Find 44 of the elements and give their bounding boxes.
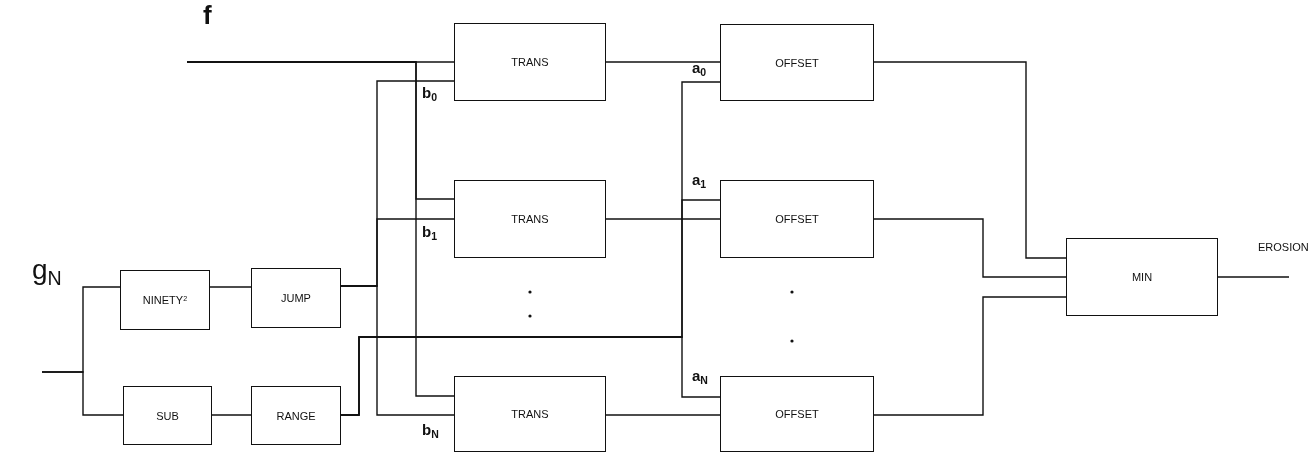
connector-line <box>873 218 1067 278</box>
process-box <box>454 180 606 258</box>
block-label: OFFSET <box>775 213 819 225</box>
signal-label: g$_{N}$ <box>32 256 62 289</box>
block-label: OFFSET <box>775 408 819 420</box>
connector-line <box>211 414 252 416</box>
process-box <box>120 270 210 330</box>
signal-label: f <box>203 2 212 28</box>
connector-line <box>186 61 455 397</box>
block-label: TRANS <box>511 56 549 68</box>
coefficient-label: b$_{N}$ <box>422 422 439 440</box>
coefficient-label: a$_{0}$ <box>692 60 707 78</box>
connector-line <box>340 336 721 416</box>
process-box <box>123 386 212 445</box>
process-box <box>720 24 874 101</box>
block-label: TRANS <box>511 213 549 225</box>
process-box <box>251 386 341 445</box>
process-box <box>251 268 341 328</box>
connector-line <box>605 218 721 220</box>
block-label: JUMP <box>281 292 311 304</box>
process-box <box>720 180 874 258</box>
process-box <box>454 376 606 452</box>
coefficient-label: a$_{N}$ <box>692 368 708 386</box>
coefficient-label: b$_{1}$ <box>422 224 437 242</box>
process-box <box>454 23 606 101</box>
process-box <box>1066 238 1218 316</box>
coefficient-label: a$_{1}$ <box>692 172 707 190</box>
block-label: OFFSET <box>775 56 819 69</box>
block-label: TRANS <box>511 408 549 420</box>
process-box <box>720 376 874 452</box>
output-label: EROSION <box>1258 242 1309 253</box>
block-label: SUB <box>156 409 179 422</box>
block-label: RANGE <box>276 409 316 422</box>
connector-line <box>873 61 1067 259</box>
connector-line <box>1217 276 1290 278</box>
connector-line <box>605 61 721 63</box>
block-label: NINETY$^{2}$ <box>142 294 188 306</box>
connector-line <box>605 414 721 416</box>
connector-line <box>873 296 1067 416</box>
block-label: MIN <box>1131 271 1153 283</box>
connector-line <box>209 286 252 288</box>
connector-line <box>41 371 124 416</box>
connector-line <box>340 285 455 416</box>
coefficient-label: b$_{0}$ <box>422 85 437 103</box>
